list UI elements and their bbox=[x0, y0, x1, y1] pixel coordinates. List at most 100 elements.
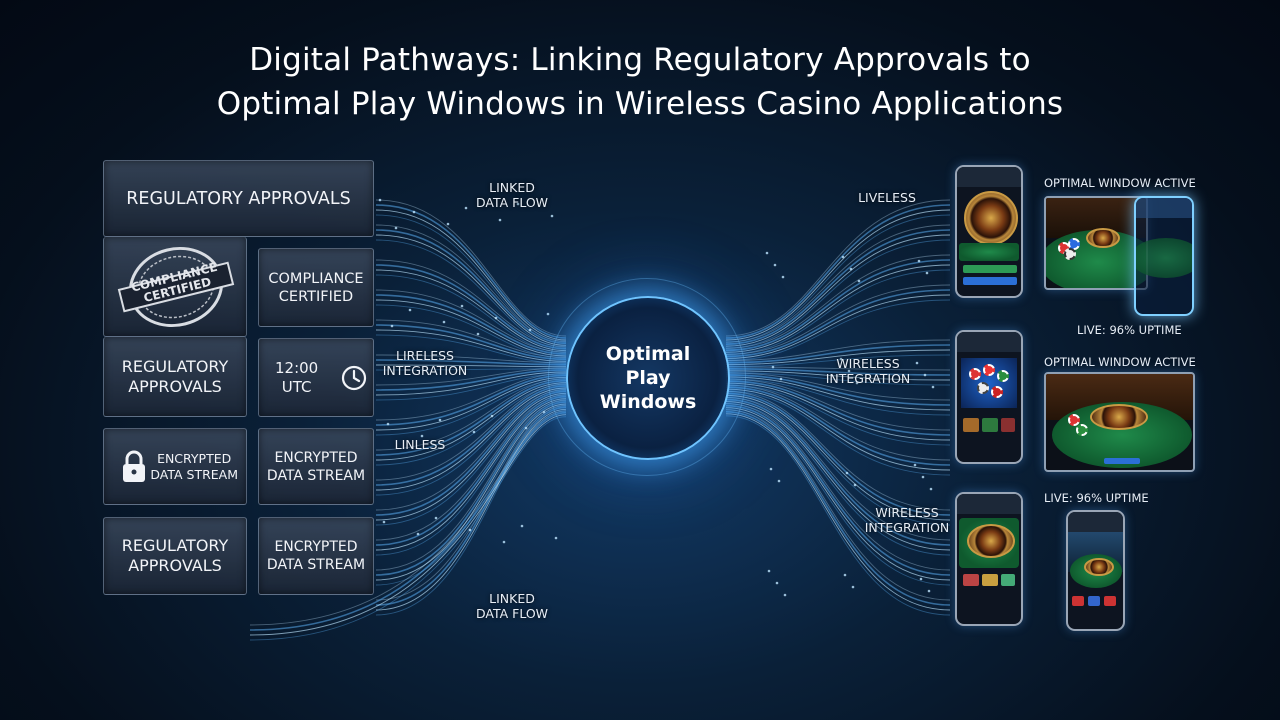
tablet-app-live-table-2 bbox=[1044, 372, 1195, 472]
flow-line bbox=[725, 392, 951, 516]
flow-line bbox=[725, 294, 951, 359]
flow-line bbox=[375, 398, 567, 551]
label-wireless-integration-low: Wireless Integration bbox=[864, 505, 950, 535]
flow-line bbox=[725, 390, 951, 476]
flow-line bbox=[725, 269, 951, 355]
flow-line bbox=[375, 383, 567, 481]
flow-spark bbox=[412, 210, 416, 214]
flow-line bbox=[725, 394, 951, 521]
phone-app-roulette-1 bbox=[955, 165, 1023, 298]
flow-line bbox=[725, 403, 951, 571]
flow-spark bbox=[779, 377, 783, 381]
flow-spark bbox=[781, 275, 785, 279]
flow-line bbox=[725, 386, 951, 466]
roulette-wheel-icon bbox=[964, 191, 1018, 245]
flow-line bbox=[375, 405, 567, 586]
flow-line bbox=[725, 411, 951, 606]
flow-line bbox=[375, 368, 567, 371]
flow-spark bbox=[390, 324, 394, 328]
flow-spark bbox=[849, 267, 853, 271]
flow-line bbox=[375, 387, 567, 491]
lock-icon bbox=[123, 450, 145, 482]
flow-spark bbox=[845, 471, 849, 475]
flow-line bbox=[375, 294, 567, 355]
compliance-seal-icon bbox=[117, 246, 235, 328]
flow-spark bbox=[855, 381, 859, 385]
flow-line bbox=[725, 378, 951, 431]
flow-line bbox=[725, 404, 951, 576]
flow-spark bbox=[498, 218, 502, 222]
flow-spark bbox=[915, 361, 919, 365]
flow-line bbox=[725, 339, 951, 362]
flow-line bbox=[725, 229, 951, 345]
flow-line bbox=[375, 385, 567, 486]
flow-line bbox=[375, 392, 567, 521]
clock-icon bbox=[341, 365, 367, 391]
flow-line bbox=[725, 415, 951, 616]
flow-line bbox=[725, 401, 951, 551]
flow-line bbox=[375, 382, 567, 461]
flow-line bbox=[375, 378, 567, 451]
flow-spark bbox=[921, 475, 925, 479]
flow-spark bbox=[927, 589, 931, 593]
flow-line bbox=[375, 376, 567, 431]
encrypted-data-stream-box-2: EncryptedData Stream bbox=[258, 517, 374, 595]
flow-line bbox=[725, 374, 951, 406]
flow-spark bbox=[847, 369, 851, 373]
flow-line bbox=[725, 209, 951, 341]
flow-line bbox=[725, 239, 951, 349]
flow-line bbox=[725, 199, 951, 337]
flow-spark bbox=[773, 263, 777, 267]
title-line-2: Optimal Play Windows in Wireless Casino … bbox=[216, 86, 1064, 122]
flow-line bbox=[725, 289, 951, 358]
flow-spark bbox=[468, 528, 472, 532]
phone-app-roulette-2 bbox=[955, 492, 1023, 626]
flow-line bbox=[375, 408, 567, 611]
flow-spark bbox=[925, 271, 929, 275]
flow-line bbox=[375, 395, 567, 546]
flow-line bbox=[725, 378, 951, 416]
flow-line bbox=[375, 401, 567, 576]
flow-line bbox=[375, 373, 567, 401]
flow-line bbox=[375, 394, 567, 541]
flow-line bbox=[375, 204, 567, 339]
tablet-app-live-table-1 bbox=[1044, 196, 1148, 290]
page-title: Digital Pathways: Linking Regulatory App… bbox=[0, 38, 1280, 126]
optimal-play-windows-hub: Optimal Play Windows bbox=[566, 296, 730, 460]
encrypted-data-stream-lock-box: EncryptedData Stream bbox=[103, 428, 247, 505]
flow-line bbox=[375, 384, 567, 466]
flow-line bbox=[375, 403, 567, 581]
flow-line bbox=[375, 389, 567, 496]
flow-spark bbox=[382, 520, 386, 524]
flow-line bbox=[249, 411, 567, 631]
flow-spark bbox=[542, 410, 546, 414]
label-linless: Linless bbox=[394, 437, 446, 452]
label-linked-data-flow-top: Linked Data Flow bbox=[475, 180, 549, 210]
flow-spark bbox=[857, 279, 861, 283]
encrypted-data-stream-box-1: EncryptedData Stream bbox=[258, 428, 374, 505]
compliance-stamp-panel: Compliance Certified bbox=[103, 237, 247, 337]
flow-line bbox=[725, 382, 951, 441]
optimal-window-active-label-1: Optimal Window Active bbox=[1044, 176, 1196, 190]
flow-line bbox=[725, 264, 951, 353]
flow-spark bbox=[416, 532, 420, 536]
flow-line bbox=[375, 319, 567, 358]
flow-line bbox=[725, 390, 951, 511]
flow-line bbox=[725, 372, 951, 386]
uptime-label-1: Live: 96% Uptime bbox=[1077, 323, 1182, 337]
flow-spark bbox=[460, 304, 464, 308]
flow-line bbox=[725, 366, 951, 371]
label-linked-data-flow-bottom: Linked Data Flow bbox=[475, 591, 549, 621]
flow-spark bbox=[394, 226, 398, 230]
flow-line bbox=[725, 407, 951, 581]
flow-line bbox=[725, 224, 951, 343]
flow-spark bbox=[775, 581, 779, 585]
flow-spark bbox=[464, 206, 468, 210]
flow-spark bbox=[490, 414, 494, 418]
flow-line bbox=[375, 259, 567, 348]
title-line-1: Digital Pathways: Linking Regulatory App… bbox=[249, 42, 1031, 78]
flow-spark bbox=[917, 259, 921, 263]
flow-spark bbox=[386, 422, 390, 426]
flow-line bbox=[375, 371, 567, 396]
